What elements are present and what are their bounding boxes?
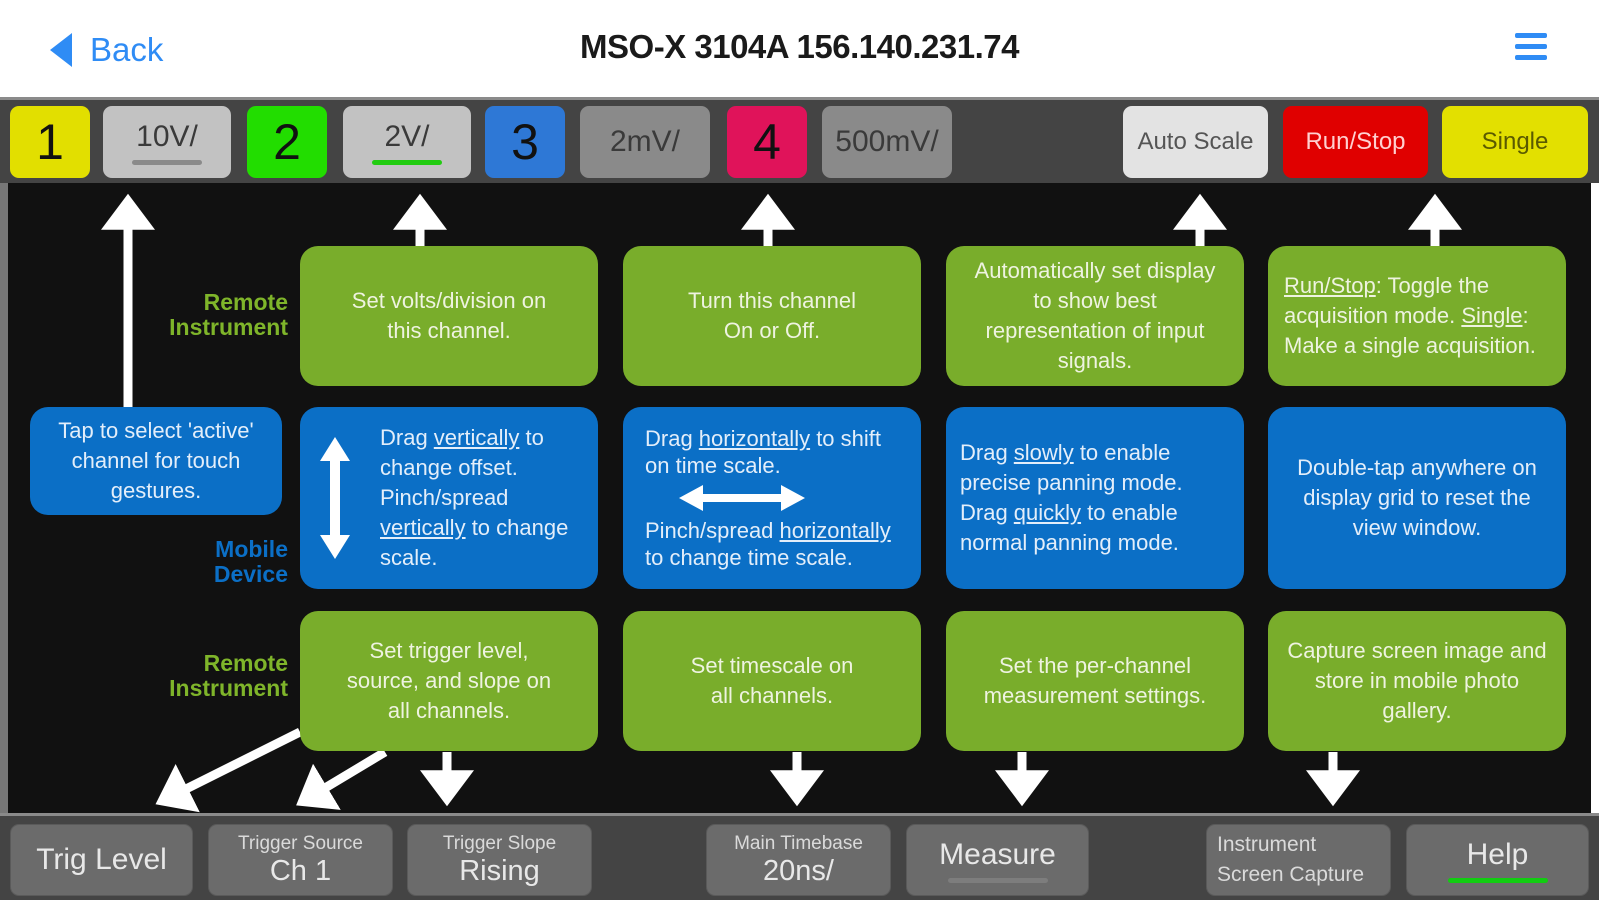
channel-1-scale-value: 10V/ (136, 119, 198, 153)
row-label-line: Mobile (215, 536, 288, 562)
single-button[interactable]: Single (1442, 106, 1588, 178)
display-left-edge (0, 183, 8, 813)
channel-1-button[interactable]: 1 (10, 106, 90, 178)
help-active-indicator (1447, 877, 1548, 883)
vertical-double-arrow-icon (320, 437, 350, 559)
row-label-mobile-device: Mobile Device (130, 537, 288, 587)
help-horizontal-gestures: Drag horizontally to shift on time scale… (623, 407, 921, 589)
screen-capture-line2: Screen Capture (1217, 863, 1365, 886)
emphasis: horizontally (779, 518, 891, 543)
channel-3-scale-button[interactable]: 2mV/ (580, 106, 710, 178)
channel-4-scale-value: 500mV/ (835, 125, 939, 158)
text: Drag (645, 426, 699, 451)
row-label-remote-instrument-top: Remote Instrument (130, 290, 288, 340)
hamburger-menu-icon[interactable] (1515, 33, 1547, 61)
measure-indicator (947, 877, 1048, 883)
bottom-toolbar: Trig Level Trigger Source Ch 1 Trigger S… (0, 813, 1599, 900)
text: Pinch/spread (645, 518, 780, 543)
channel-2-button[interactable]: 2 (247, 106, 327, 178)
emphasis: horizontally (698, 426, 811, 451)
help-timescale: Set timescale on all channels. (623, 611, 921, 751)
text: to enable normal panning mode. (960, 500, 1179, 555)
help-measurement: Set the per-channel measurement settings… (946, 611, 1244, 751)
help-volts-division: Set volts/division on this channel. (300, 246, 598, 386)
emphasis: vertically (380, 515, 466, 540)
channel-1-indicator (132, 159, 202, 165)
text: to shift on time scale. (645, 426, 881, 478)
channel-2-active-indicator (372, 159, 442, 165)
text: to change offset. Pinch/spread (380, 425, 544, 510)
help-channel-toggle: Turn this channel On or Off. (623, 246, 921, 386)
text: Drag (380, 425, 434, 450)
horizontal-double-arrow-icon (679, 485, 805, 511)
auto-scale-button[interactable]: Auto Scale (1123, 106, 1268, 178)
emphasis: quickly (1013, 500, 1082, 525)
row-label-line: Instrument (169, 675, 288, 701)
help-screen-capture: Capture screen image and store in mobile… (1268, 611, 1566, 751)
channel-toolbar: 1 10V/ 2 2V/ 3 2mV/ 4 500mV/ Auto Scale … (0, 97, 1599, 183)
row-label-line: Remote (203, 289, 288, 315)
row-label-line: Remote (203, 650, 288, 676)
run-stop-desc: : Toggle the acquisition mode. (1284, 273, 1490, 328)
help-vertical-gestures: Drag vertically to change offset. Pinch/… (300, 407, 598, 589)
text: to change scale. (380, 515, 569, 570)
measure-button[interactable]: Measure (906, 824, 1089, 896)
channel-3-button[interactable]: 3 (485, 106, 565, 178)
channel-2-scale-value: 2V/ (384, 119, 430, 153)
trigger-source-label: Trigger Source (238, 833, 363, 854)
trigger-slope-button[interactable]: Trigger Slope Rising (407, 824, 592, 896)
help-reset-view: Double-tap anywhere on display grid to r… (1268, 407, 1566, 589)
screen-capture-line1: Instrument (1217, 833, 1317, 856)
help-channel-select: Tap to select 'active' channel for touch… (30, 407, 282, 515)
text: to change time scale. (645, 545, 853, 570)
screen-capture-button[interactable]: Instrument Screen Capture (1206, 824, 1391, 896)
main-timebase-value: 20ns/ (763, 855, 834, 887)
back-label: Back (90, 31, 164, 68)
channel-3-scale-value: 2mV/ (609, 125, 681, 158)
help-panning-modes: Drag slowly to enable precise panning mo… (946, 407, 1244, 589)
help-button[interactable]: Help (1406, 824, 1589, 896)
row-label-remote-instrument-bottom: Remote Instrument (130, 651, 288, 701)
emphasis: slowly (1013, 440, 1074, 465)
trig-level-label: Trig Level (36, 843, 167, 876)
trigger-slope-label: Trigger Slope (442, 833, 557, 854)
trigger-slope-value: Rising (459, 855, 540, 887)
channel-4-button[interactable]: 4 (727, 106, 807, 178)
main-timebase-label: Main Timebase (734, 833, 863, 854)
text: to enable precise panning mode. Drag (960, 440, 1183, 525)
main-timebase-button[interactable]: Main Timebase 20ns/ (706, 824, 891, 896)
help-trigger-settings: Set trigger level, source, and slope on … (300, 611, 598, 751)
channel-2-scale-button[interactable]: 2V/ (343, 106, 471, 178)
back-chevron-icon (50, 33, 72, 67)
back-button[interactable]: Back (50, 28, 163, 72)
help-label: Help (1466, 837, 1529, 871)
single-desc: : Make a single acquisition. (1284, 303, 1536, 358)
channel-4-scale-button[interactable]: 500mV/ (822, 106, 952, 178)
trigger-source-button[interactable]: Trigger Source Ch 1 (208, 824, 393, 896)
help-auto-scale: Automatically set display to show best r… (946, 246, 1244, 386)
text: Drag (960, 440, 1014, 465)
row-label-line: Device (213, 561, 288, 587)
row-label-line: Instrument (169, 314, 288, 340)
trigger-source-value: Ch 1 (269, 855, 332, 887)
help-run-stop-single: Run/Stop: Toggle the acquisition mode. S… (1268, 246, 1566, 386)
emphasis: vertically (433, 425, 520, 450)
page-title: MSO-X 3104A 156.140.231.74 (580, 28, 1019, 65)
run-stop-button[interactable]: Run/Stop (1283, 106, 1428, 178)
run-stop-term: Run/Stop (1284, 273, 1376, 298)
measure-label: Measure (939, 837, 1056, 871)
trig-level-button[interactable]: Trig Level (10, 824, 193, 896)
nav-bar: Back MSO-X 3104A 156.140.231.74 (0, 0, 1599, 97)
channel-1-scale-button[interactable]: 10V/ (103, 106, 231, 178)
single-term: Single (1461, 303, 1523, 328)
display-right-edge (1591, 183, 1599, 813)
